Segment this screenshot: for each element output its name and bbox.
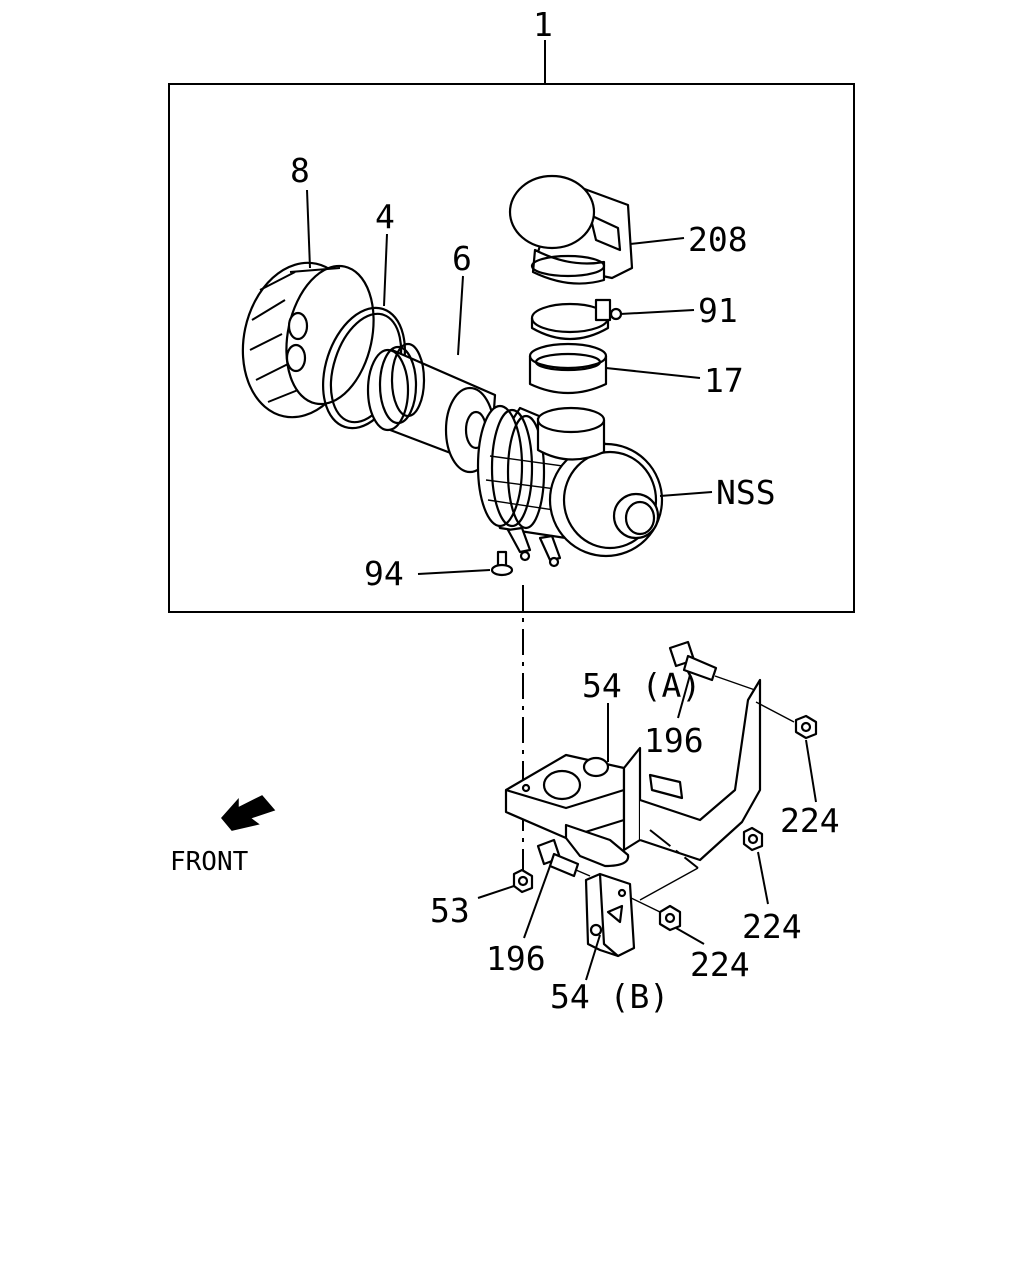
callout-6[interactable]: 6 (452, 239, 472, 278)
leader-91 (619, 309, 695, 315)
leader-53 (477, 885, 515, 899)
callout-91[interactable]: 91 (698, 291, 738, 330)
part-bolt-196-top[interactable] (668, 640, 718, 682)
leader-224-right (805, 739, 817, 803)
part-nut-224-mid[interactable] (742, 826, 764, 852)
leader-196-low (523, 865, 551, 939)
front-arrow-icon (221, 795, 276, 831)
leader-6 (457, 275, 464, 356)
callout-94[interactable]: 94 (364, 554, 404, 593)
bolt-axis-196-low (575, 869, 591, 877)
leader-224-low (675, 927, 705, 945)
callout-54a[interactable]: 54 (A) (582, 666, 701, 705)
leader-54b (585, 934, 601, 981)
callout-17[interactable]: 17 (704, 361, 744, 400)
callout-224-mid[interactable]: 224 (742, 907, 802, 946)
leader-4 (383, 233, 388, 307)
leader-94 (417, 569, 491, 575)
callout-4[interactable]: 4 (375, 197, 395, 236)
callout-208[interactable]: 208 (688, 220, 748, 259)
leader-224-mid (757, 851, 769, 905)
callout-54b[interactable]: 54 (B) (550, 977, 669, 1016)
assembly-frame (168, 83, 855, 613)
part-bracket-54b[interactable] (584, 872, 636, 958)
callout-1[interactable]: 1 (533, 5, 553, 44)
callout-53[interactable]: 53 (430, 891, 470, 930)
bolt-axis-224-right (755, 701, 795, 723)
leader-208 (629, 237, 685, 245)
part-housing-nss[interactable] (476, 404, 664, 568)
bolt-axis-196-top (714, 675, 756, 691)
leader-nss (659, 491, 713, 497)
leader-17 (605, 367, 701, 379)
callout-196-top[interactable]: 196 (644, 721, 704, 760)
leader-8 (306, 189, 311, 269)
part-nut-224-right[interactable] (794, 714, 818, 740)
callout-224-right[interactable]: 224 (780, 801, 840, 840)
part-bolt-94[interactable] (490, 550, 514, 577)
axis-line-lower-2 (639, 867, 699, 901)
leader-196-top (677, 674, 691, 719)
part-duct-208[interactable] (508, 174, 634, 285)
callout-8[interactable]: 8 (290, 151, 310, 190)
part-cap-8[interactable] (229, 252, 386, 428)
part-nut-224-low[interactable] (658, 904, 682, 932)
part-nut-53[interactable] (512, 868, 534, 894)
part-bracket-54a[interactable] (504, 678, 762, 868)
callout-nss[interactable]: NSS (716, 473, 776, 512)
callout-196-low[interactable]: 196 (486, 939, 546, 978)
part-bolt-196-low[interactable] (536, 838, 580, 878)
front-label: FRONT (170, 847, 249, 877)
part-band-17[interactable] (528, 342, 608, 395)
axis-line-lower (649, 829, 699, 869)
part-clamp-91[interactable] (530, 298, 623, 341)
callout-224-low[interactable]: 224 (690, 945, 750, 984)
part-element-6[interactable] (366, 342, 497, 474)
